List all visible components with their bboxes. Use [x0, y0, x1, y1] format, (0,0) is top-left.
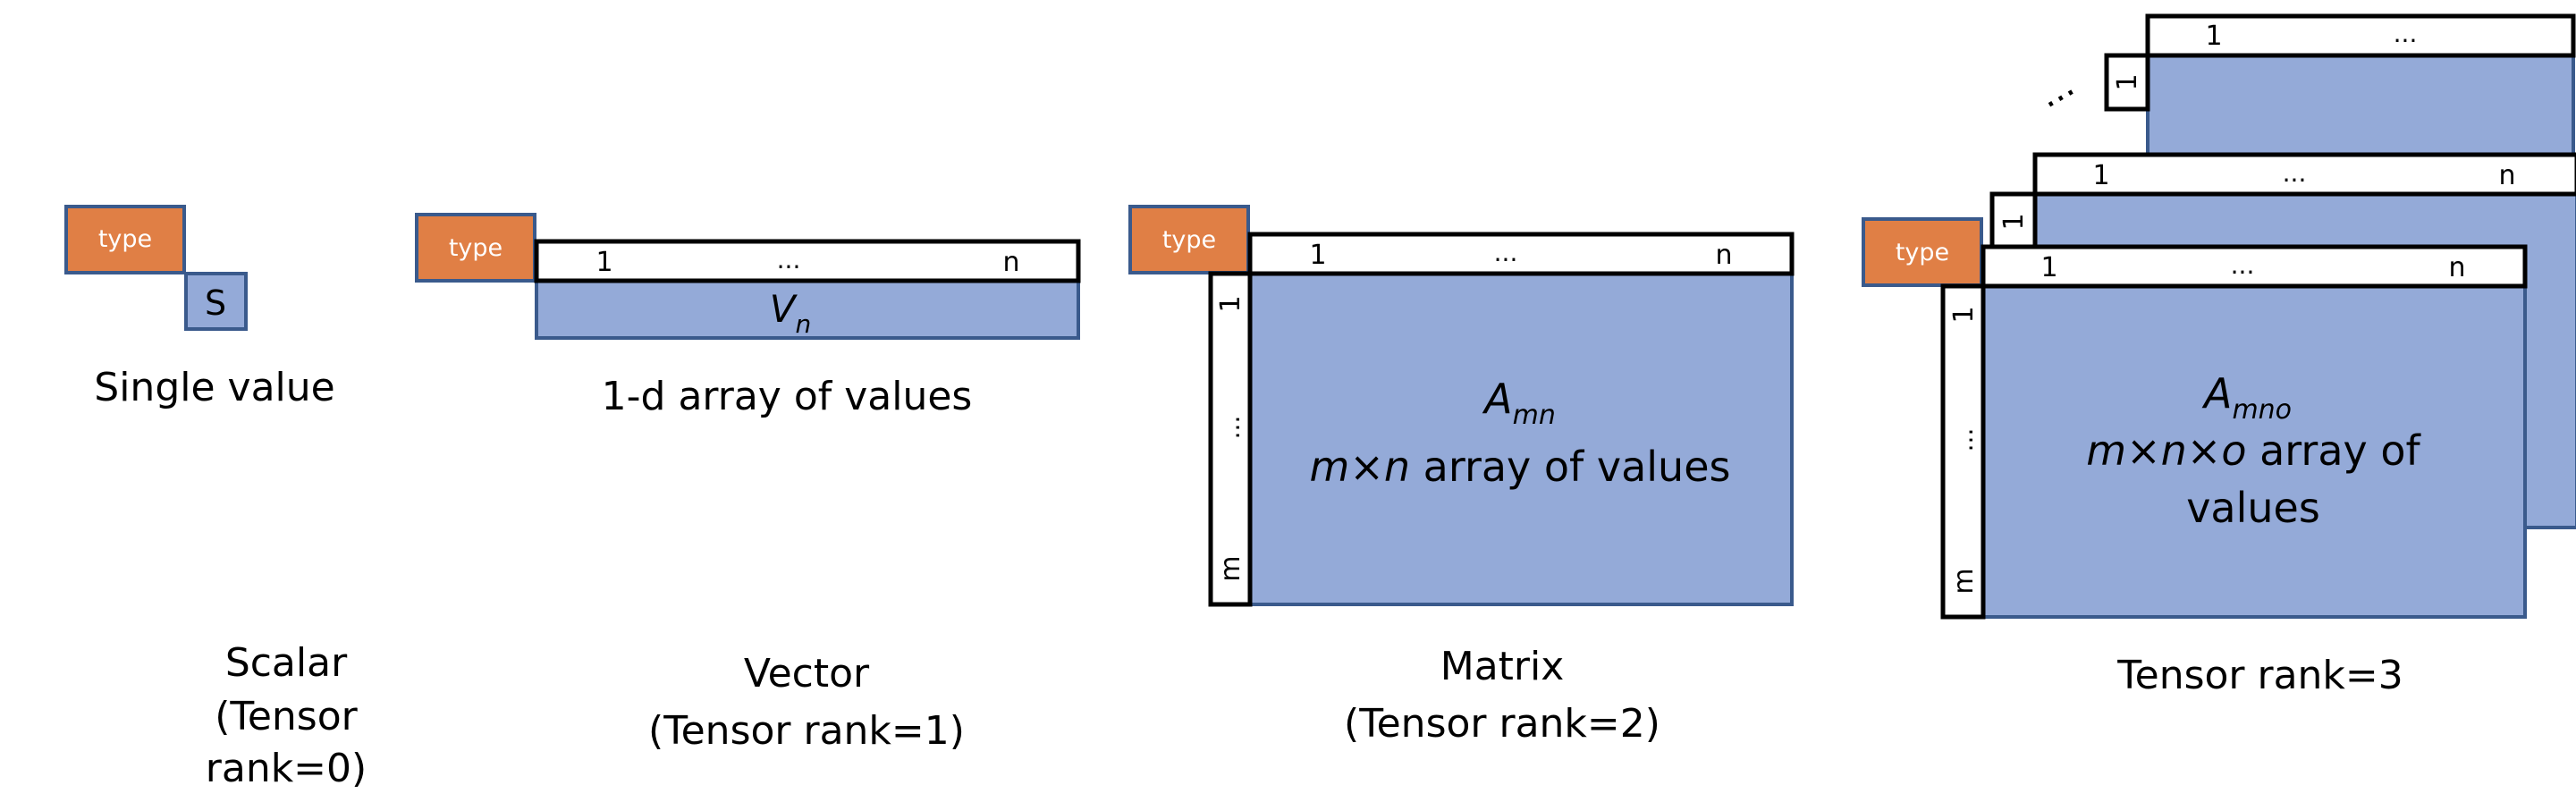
tensor-desc-n: n — [2161, 426, 2187, 475]
matrix-row-index-bar — [1208, 271, 1253, 607]
matrix-col-last: n — [1715, 240, 1732, 271]
tensor-front-col-first: 1 — [2040, 252, 2057, 283]
scalar-caption: Single value — [94, 365, 334, 410]
tensor-description-line1: m×n×o array of — [2086, 426, 2421, 475]
tensor-back-col-dots: ... — [2394, 19, 2418, 48]
tensor-desc-times2: × — [2187, 426, 2222, 475]
tensor-back-row-first: 1 — [2112, 73, 2143, 90]
tensor-front-col-bar — [1981, 244, 2528, 289]
matrix-desc-rest: array of values — [1410, 443, 1730, 491]
vector-title-line1: Vector — [744, 651, 870, 696]
vector-title-line2: (Tensor rank=1) — [648, 708, 965, 754]
tensor-desc-times1: × — [2126, 426, 2161, 475]
matrix-desc-times: × — [1349, 443, 1384, 491]
tensor-back-col-bar — [2145, 13, 2576, 58]
matrix-symbol-base: A — [1482, 375, 1512, 423]
matrix-col-index-bar — [1247, 232, 1795, 276]
vector-symbol: Vn — [770, 287, 811, 339]
matrix-title-line1: Matrix — [1440, 644, 1565, 689]
scalar-type-label: type — [98, 225, 152, 253]
vector-caption: 1-d array of values — [602, 374, 973, 419]
vector-symbol-sub: n — [795, 309, 811, 339]
tensor-front-row-last: m — [1948, 568, 1980, 594]
matrix-group: type 1 ... n 1 ... m Amn m×n array of va… — [1128, 205, 1795, 747]
tensor-group: 1 ... 1 ... 1 ... n 1 type 1 ... n 1 ... — [1862, 13, 2576, 698]
tensor-symbol-base: A — [2201, 369, 2232, 418]
tensor-title: Tensor rank=3 — [2116, 653, 2403, 698]
tensor-back-row-bar — [2104, 53, 2150, 112]
matrix-type-box — [1128, 205, 1250, 274]
tensor-front-col-dots: ... — [2231, 250, 2255, 280]
vector-value-bar — [535, 277, 1080, 340]
matrix-row-last: m — [1215, 555, 1246, 581]
tensor-front-row-bar — [1940, 283, 1986, 620]
vector-type-box — [415, 213, 536, 283]
tensor-back-col-first: 1 — [2205, 21, 2222, 52]
scalar-symbol: S — [205, 283, 226, 323]
scalar-title-line1: Scalar — [225, 640, 348, 686]
tensor-front-row-dots: ... — [1949, 428, 1979, 452]
matrix-col-first: 1 — [1309, 240, 1326, 271]
scalar-title-line2: (Tensor — [215, 694, 358, 739]
matrix-symbol-sub: mn — [1513, 400, 1556, 431]
matrix-type-label: type — [1162, 226, 1216, 254]
vector-type-label: type — [449, 234, 503, 262]
scalar-title-line3: rank=0) — [206, 746, 367, 791]
tensor-mid-col-first: 1 — [2092, 160, 2109, 191]
matrix-description: m×n array of values — [1310, 443, 1731, 491]
matrix-value-area — [1248, 270, 1794, 606]
matrix-row-first: 1 — [1215, 295, 1246, 312]
tensor-front-col-last: n — [2448, 252, 2465, 283]
vector-index-first: 1 — [595, 247, 612, 278]
tensor-mid-col-dots: ... — [2283, 158, 2307, 188]
tensor-stack-dots: ... — [2031, 63, 2081, 116]
matrix-row-dots: ... — [1216, 416, 1246, 440]
vector-symbol-base: V — [770, 287, 798, 331]
vector-group: type 1 ... n Vn 1-d array of values Vect… — [415, 213, 1081, 754]
tensor-desc-rest: array of — [2247, 426, 2422, 475]
matrix-title-line2: (Tensor rank=2) — [1344, 701, 1660, 747]
vector-index-last: n — [1002, 247, 1019, 278]
tensor-type-box — [1862, 217, 1983, 287]
tensor-mid-col-bar — [2032, 152, 2576, 197]
tensor-symbol: Amno — [2201, 369, 2292, 426]
matrix-col-dots: ... — [1494, 238, 1518, 267]
tensor-mid-row-first: 1 — [1998, 213, 2030, 230]
tensor-mid-col-last: n — [2498, 160, 2515, 191]
vector-index-bar — [534, 239, 1081, 283]
tensor-desc-o: o — [2221, 426, 2246, 475]
tensor-desc-m: m — [2086, 426, 2126, 475]
tensor-description-line2: values — [2186, 484, 2320, 532]
tensor-symbol-sub: mno — [2232, 394, 2292, 426]
matrix-desc-m: m — [1310, 443, 1350, 491]
matrix-desc-n: n — [1384, 443, 1410, 491]
tensor-type-label: type — [1896, 239, 1949, 266]
scalar-group: type S Single value Scalar (Tensor rank=… — [64, 205, 367, 791]
scalar-value-box — [184, 272, 248, 331]
scalar-type-box — [64, 205, 186, 274]
tensor-front-row-first: 1 — [1948, 306, 1980, 323]
vector-index-dots: ... — [777, 245, 801, 274]
matrix-symbol: Amn — [1482, 375, 1556, 431]
tensor-front-layer: type 1 ... n 1 ... m Amno m×n×o array of… — [1862, 217, 2528, 620]
